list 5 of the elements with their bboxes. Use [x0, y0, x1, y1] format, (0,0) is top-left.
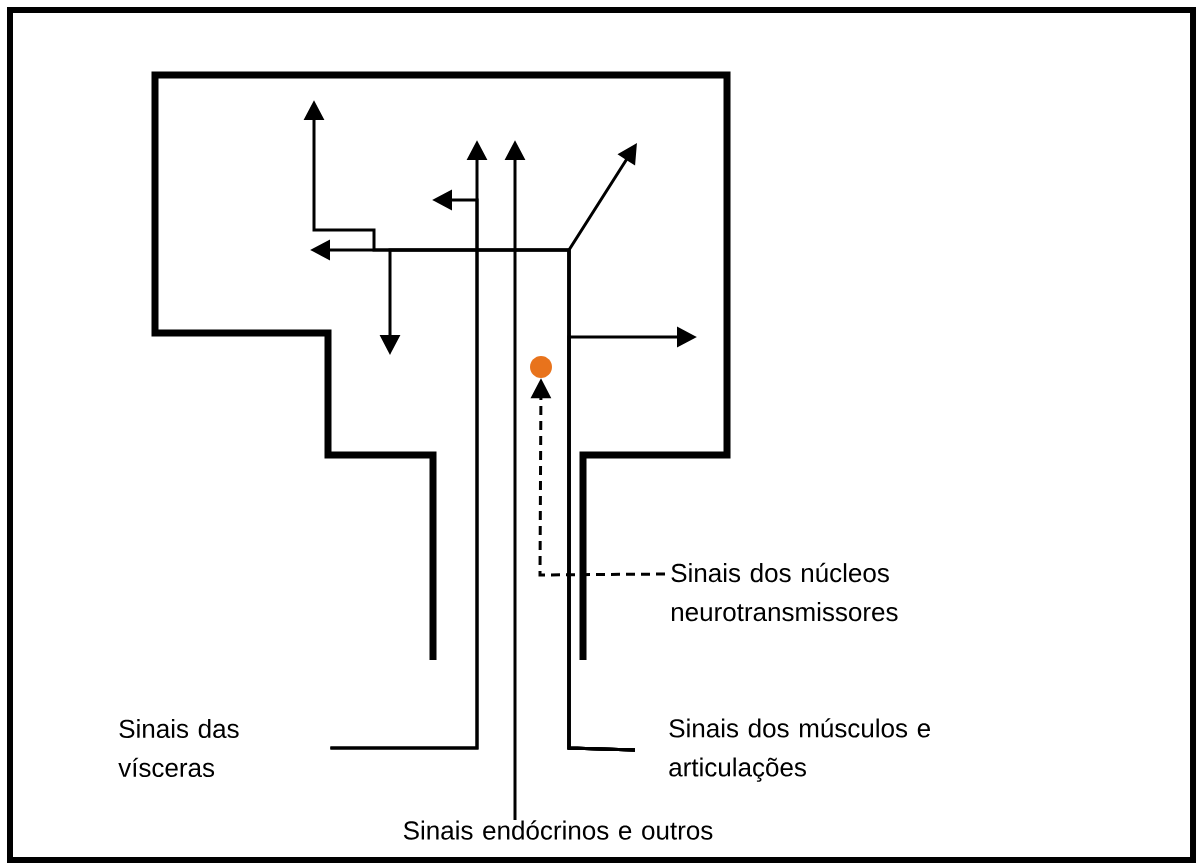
signal-label: Sinais dos músculos e articulações: [669, 718, 930, 782]
signal-label: Sinais das vísceras: [118, 718, 239, 778]
signal-label: Sinais dos núcleos neurotransmissores: [671, 562, 898, 622]
dot: [530, 356, 552, 378]
signal-label: Sinais endócrinos e outros: [403, 820, 713, 840]
